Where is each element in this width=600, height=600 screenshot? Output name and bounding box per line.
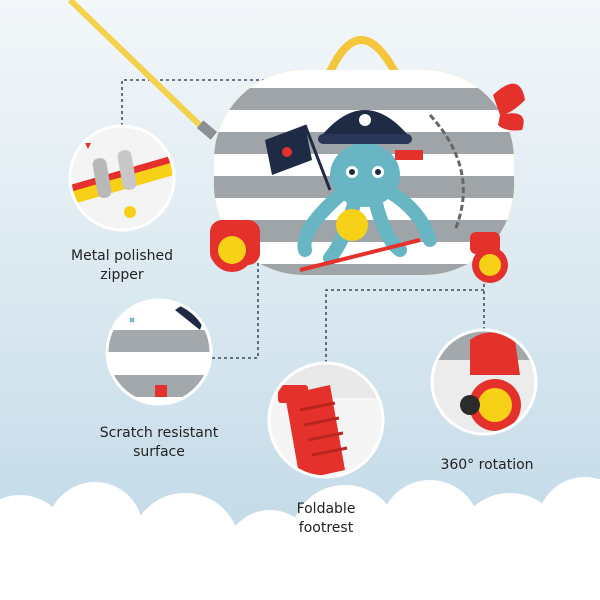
label-zipper: Metal polished zipper — [52, 247, 192, 285]
zipper-closeup-icon — [68, 124, 176, 232]
label-surface: Scratch resistant surface — [84, 424, 234, 462]
footrest-closeup-icon — [267, 361, 385, 479]
label-surface-line1: Scratch resistant — [99, 425, 219, 441]
label-zipper-line1: Metal polished — [71, 248, 173, 264]
surface-closeup-icon — [105, 298, 213, 406]
shoulder-strap — [67, 0, 213, 138]
octopus-character — [297, 110, 437, 265]
ride-on-suitcase — [210, 36, 525, 283]
label-rotation: 360° rotation — [424, 456, 550, 475]
label-rotation-line1: 360° rotation — [440, 457, 534, 473]
label-footrest-line2: footrest — [298, 520, 354, 536]
label-footrest: Foldable footrest — [266, 500, 386, 538]
cloud-border — [0, 477, 600, 600]
wheel-closeup-icon — [430, 328, 538, 436]
label-surface-line2: surface — [133, 444, 185, 460]
label-zipper-line2: zipper — [100, 267, 144, 283]
label-footrest-line1: Foldable — [296, 501, 356, 517]
